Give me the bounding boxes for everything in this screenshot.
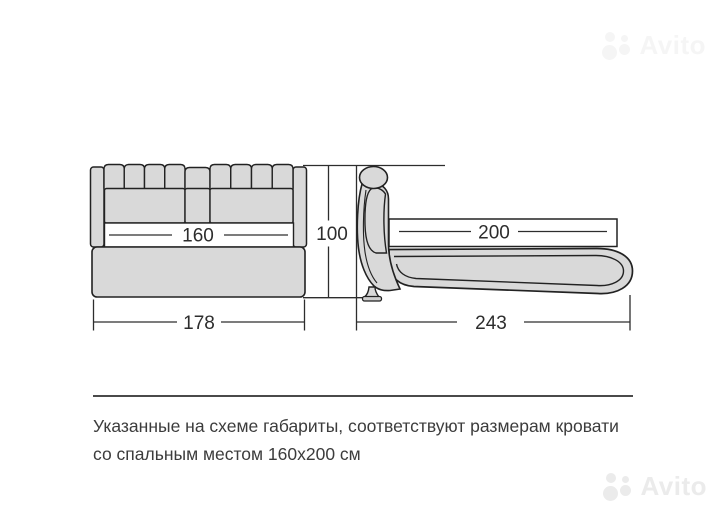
avito-wordmark: Avito: [640, 471, 707, 501]
front-base: [91, 246, 306, 298]
side-headboard-seam: [362, 189, 378, 284]
headboard-panels: [103, 187, 294, 224]
headboard-tufted-segments: [103, 163, 294, 189]
headboard-panel-right: [209, 187, 294, 224]
height-dimension: [303, 164, 445, 331]
bed-length-dim-label: 243: [475, 313, 507, 334]
avito-wordmark: Avito: [639, 30, 706, 60]
side-base-piping: [393, 254, 625, 287]
bed-length-dimension: [356, 295, 631, 331]
separator-line: [93, 395, 633, 397]
mattress-length-dim-label: 200: [478, 223, 510, 244]
front-right-rail: [292, 166, 308, 248]
side-leg-foot: [361, 295, 383, 302]
front-left-rail: [89, 166, 105, 248]
avito-logo-icon: [602, 31, 632, 61]
headboard-panel-left: [103, 187, 186, 224]
side-mattress-band: [388, 218, 618, 248]
headboard-panel-center: [184, 187, 211, 224]
bed-width-dim-label: 178: [183, 313, 215, 334]
headboard-center-segment: [184, 166, 211, 189]
side-headboard-cushion: [364, 187, 388, 254]
mattress-width-dim-label: 160: [182, 226, 214, 247]
bed-width-dimension: [92, 299, 306, 331]
height-dim-label: 100: [316, 224, 348, 245]
side-headboard-roll: [358, 165, 389, 190]
avito-watermark-bottom: Avito: [603, 471, 707, 502]
caption-line-2: со спальным местом 160х200 см: [93, 444, 361, 464]
caption-line-1: Указанные на схеме габариты, соответству…: [93, 416, 619, 436]
bed-side-view: [356, 165, 634, 302]
avito-watermark-top: Avito: [602, 30, 706, 61]
avito-logo-icon: [603, 472, 633, 502]
caption: Указанные на схеме габариты, соответству…: [93, 412, 653, 468]
bed-front-view: [89, 163, 308, 298]
